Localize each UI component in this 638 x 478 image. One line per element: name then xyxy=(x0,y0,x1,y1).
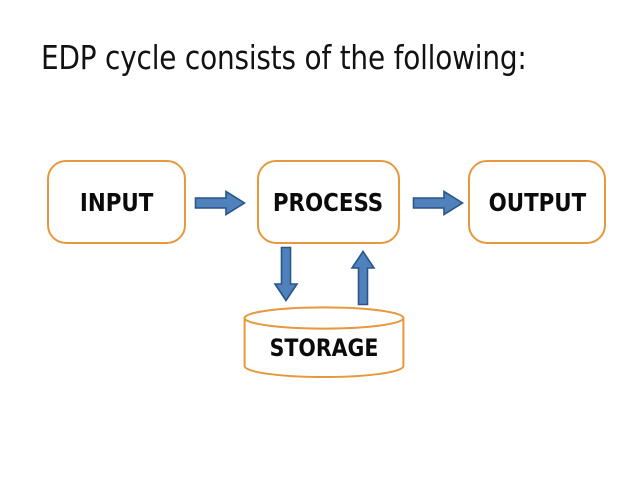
node-input[interactable]: INPUT xyxy=(47,160,186,244)
node-process[interactable]: PROCESS xyxy=(257,160,400,244)
node-storage-label: STORAGE xyxy=(269,334,379,362)
node-output-label: OUTPUT xyxy=(488,187,586,217)
node-output[interactable]: OUTPUT xyxy=(468,160,606,244)
page-title: EDP cycle consists of the following: xyxy=(41,38,527,77)
arrow-right-icon-process-to-output xyxy=(412,189,464,217)
arrow-up-icon-storage-to-process xyxy=(350,250,376,306)
arrow-right-icon-input-to-process xyxy=(194,189,246,217)
node-input-label: INPUT xyxy=(79,187,154,217)
node-storage[interactable]: STORAGE xyxy=(243,306,405,378)
node-process-label: PROCESS xyxy=(273,187,384,217)
cylinder-icon xyxy=(243,306,405,378)
arrow-down-icon-process-to-storage xyxy=(273,246,299,302)
